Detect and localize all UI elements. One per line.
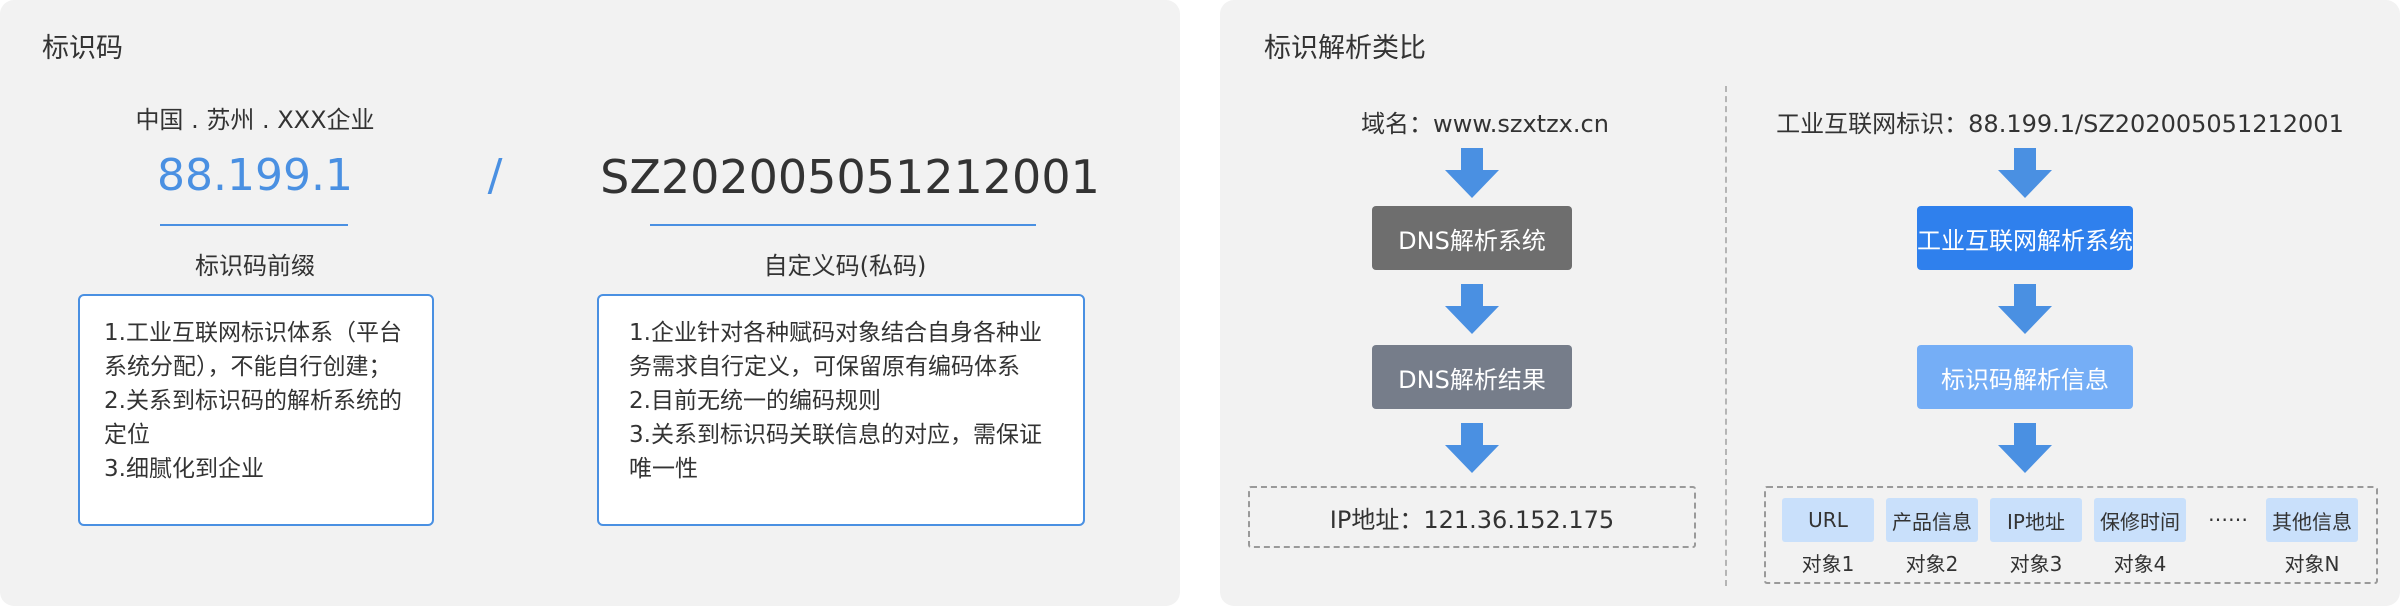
iiot-resolution-system-box: 工业互联网解析系统 bbox=[1917, 206, 2133, 270]
down-arrow-icon bbox=[1445, 284, 1499, 334]
description-line: 务需求自行定义，可保留原有编码体系 bbox=[629, 354, 1020, 380]
prefix-description-box: 1.工业互联网标识体系（平台 系统分配），不能自行创建； 2.关系到标识码的解析… bbox=[78, 294, 434, 526]
prefix-caption: 标识码前缀 bbox=[195, 252, 315, 280]
suffix-description-box: 1.企业针对各种赋码对象结合自身各种业 务需求自行定义，可保留原有编码体系 2.… bbox=[597, 294, 1085, 526]
description-line: 系统分配），不能自行创建； bbox=[104, 354, 392, 380]
object-chip: IP地址 bbox=[1990, 498, 2082, 542]
object-label: 对象3 bbox=[2009, 552, 2063, 576]
description-line: 定位 bbox=[104, 422, 150, 448]
object-label: 对象N bbox=[2284, 552, 2340, 576]
identifier-code-panel: 标识码 中国 . 苏州 . XXX企业 88.199.1 / SZ2020050… bbox=[0, 0, 1180, 606]
suffix-caption: 自定义码(私码) bbox=[763, 252, 927, 280]
down-arrow-icon bbox=[1998, 148, 2052, 198]
object-chip: 保修时间 bbox=[2094, 498, 2186, 542]
organization-label: 中国 . 苏州 . XXX企业 bbox=[135, 106, 375, 134]
description-line: 1.企业针对各种赋码对象结合自身各种业 bbox=[629, 320, 1042, 346]
suffix-code: SZ202005051212001 bbox=[600, 150, 1100, 204]
resolved-objects-box: URL 对象1 产品信息 对象2 IP地址 对象3 保修时间 对象4 …… 其他… bbox=[1764, 486, 2378, 584]
panel-title: 标识解析类比 bbox=[1264, 33, 1426, 64]
description-line: 2.目前无统一的编码规则 bbox=[629, 388, 881, 414]
identifier-resolution-info-box: 标识码解析信息 bbox=[1917, 345, 2133, 409]
resolution-analogy-panel: 标识解析类比 域名：www.szxtzx.cn 工业互联网标识：88.199.1… bbox=[1220, 0, 2400, 606]
more-objects-ellipsis: …… bbox=[2208, 502, 2248, 526]
code-separator: / bbox=[487, 150, 503, 201]
description-line: 唯一性 bbox=[629, 456, 698, 482]
object-chip: URL bbox=[1782, 498, 1874, 542]
panel-title: 标识码 bbox=[42, 33, 123, 64]
domain-name-label: 域名：www.szxtzx.cn bbox=[1361, 110, 1609, 138]
down-arrow-icon bbox=[1445, 148, 1499, 198]
object-chip: 其他信息 bbox=[2266, 498, 2358, 542]
description-line: 3.关系到标识码关联信息的对应，需保证 bbox=[629, 422, 1042, 448]
iiot-identifier-label: 工业互联网标识：88.199.1/SZ202005051212001 bbox=[1776, 110, 2344, 138]
description-line: 3.细腻化到企业 bbox=[104, 456, 264, 482]
object-label: 对象2 bbox=[1905, 552, 1959, 576]
description-line: 1.工业互联网标识体系（平台 bbox=[104, 320, 402, 346]
suffix-underline bbox=[650, 224, 1036, 226]
description-line: 2.关系到标识码的解析系统的 bbox=[104, 388, 402, 414]
ip-address-box: IP地址：121.36.152.175 bbox=[1248, 486, 1696, 548]
dns-result-box: DNS解析结果 bbox=[1372, 345, 1572, 409]
dns-system-box: DNS解析系统 bbox=[1372, 206, 1572, 270]
prefix-code: 88.199.1 bbox=[157, 150, 353, 201]
down-arrow-icon bbox=[1445, 423, 1499, 473]
object-label: 对象1 bbox=[1801, 552, 1855, 576]
object-label: 对象4 bbox=[2113, 552, 2167, 576]
object-chip: 产品信息 bbox=[1886, 498, 1978, 542]
down-arrow-icon bbox=[1998, 423, 2052, 473]
prefix-underline bbox=[160, 224, 348, 226]
column-divider bbox=[1725, 86, 1727, 586]
down-arrow-icon bbox=[1998, 284, 2052, 334]
